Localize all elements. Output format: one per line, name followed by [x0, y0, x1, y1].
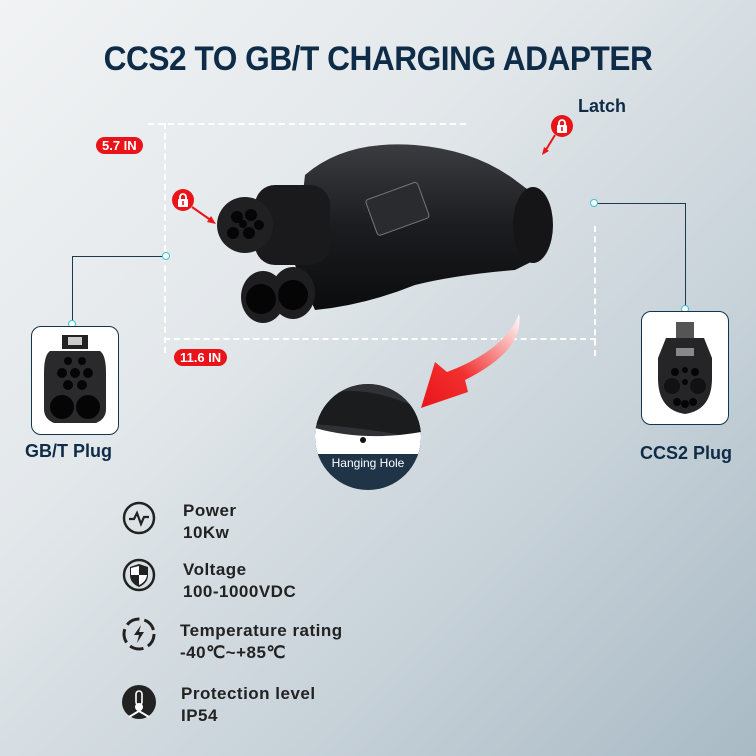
gbt-connector-line-vertical [72, 256, 73, 326]
spec-power-icon [121, 500, 157, 541]
dimension-line-right [594, 226, 596, 356]
latch-lock-icon [551, 115, 573, 137]
latch-label: Latch [578, 96, 627, 116]
plug-lock-icon [172, 189, 194, 211]
spec-temperature-value: -40℃~+85℃ [180, 643, 287, 662]
spec-protection-value: IP54 [181, 706, 218, 725]
length-dimension-badge: 11.6 IN [174, 349, 228, 366]
gbt-plug-image [44, 334, 106, 423]
dimension-line-top [148, 123, 466, 125]
pulse-icon [122, 501, 156, 535]
hanging-hole-arrow-icon [421, 314, 520, 408]
spec-power-value: 10Kw [183, 523, 230, 542]
ccs2-plug-label: CCS2 Plug [640, 443, 733, 463]
ccs2-connector-line [594, 203, 686, 204]
spec-power-title: Power [183, 501, 237, 520]
page-title: CCS2 TO GB/T CHARGING ADAPTER [103, 40, 653, 78]
spec-temperature-icon [121, 616, 157, 657]
spec-protection-title: Protection level [181, 684, 316, 703]
adapter-product-image [217, 144, 553, 323]
gbt-connector-line [72, 256, 166, 257]
spec-temperature-title: Temperature rating [180, 621, 343, 640]
spec-voltage-value: 100-1000VDC [183, 582, 297, 601]
ccs2-connector-dot [590, 199, 598, 207]
gbt-plug-label: GB/T Plug [25, 441, 112, 461]
lightning-circle-icon [122, 617, 156, 651]
hanging-hole-image: Hanging Hole [315, 384, 421, 490]
spec-protection-icon [121, 684, 157, 725]
ccs2-plug-thumbnail [641, 311, 729, 425]
thermometer-icon [122, 685, 156, 719]
hanging-hole-label: Hanging Hole [331, 456, 405, 470]
dimension-line-left [164, 123, 166, 353]
ccs2-plug-image [658, 322, 712, 414]
dimension-line-bottom [164, 338, 596, 340]
shield-icon [122, 558, 156, 592]
height-dimension-badge: 5.7 IN [96, 137, 143, 154]
gbt-connector-dot [162, 252, 170, 260]
gbt-plug-thumbnail [31, 326, 119, 435]
spec-voltage-title: Voltage [183, 560, 247, 579]
plug-lock-pointer-icon [191, 206, 216, 224]
spec-voltage-icon [121, 557, 157, 598]
ccs2-connector-line-vertical [685, 203, 686, 309]
latch-pointer-icon [542, 134, 556, 155]
